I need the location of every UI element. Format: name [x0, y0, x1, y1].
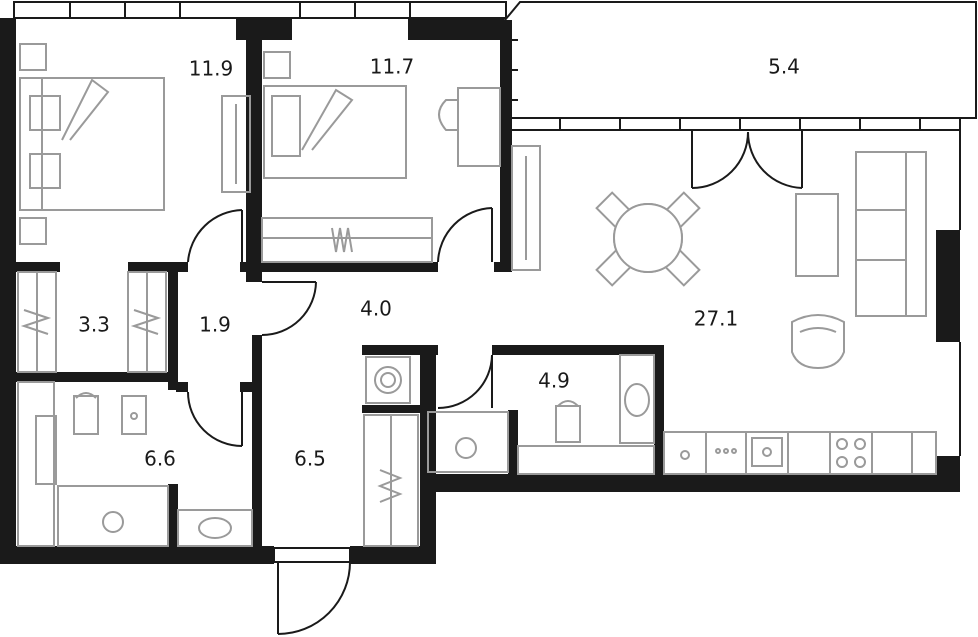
bedroom-1-furniture [19, 43, 251, 245]
balcony-outline [504, 1, 977, 131]
bedroom-2-furniture [261, 51, 501, 263]
area-label-bathroom-1: 6.6 [144, 447, 176, 471]
walls [0, 18, 961, 564]
bathroom-2-fixtures [427, 354, 655, 475]
laundry-wardrobe [363, 356, 419, 547]
area-label-wardrobe: 3.3 [78, 313, 110, 337]
area-label-balcony: 5.4 [768, 55, 800, 79]
area-label-hall: 4.0 [360, 297, 392, 321]
doors [187, 130, 803, 635]
living-furniture [511, 145, 927, 370]
area-label-bedroom-2: 11.7 [370, 55, 415, 79]
top-wall [13, 1, 507, 40]
area-label-bathroom-2: 4.9 [538, 369, 570, 393]
bathroom-1-fixtures [17, 381, 253, 547]
wardrobe-fixtures [17, 271, 167, 373]
area-label-bedroom-1: 11.9 [189, 57, 234, 81]
kitchen-counter [663, 431, 937, 475]
area-label-corridor: 1.9 [199, 313, 231, 337]
area-label-living-kitchen: 27.1 [694, 307, 739, 331]
room-labels: 11.9 11.7 5.4 3.3 1.9 4.0 27.1 4.9 6.6 6… [78, 55, 800, 471]
area-label-entrance: 6.5 [294, 447, 326, 471]
